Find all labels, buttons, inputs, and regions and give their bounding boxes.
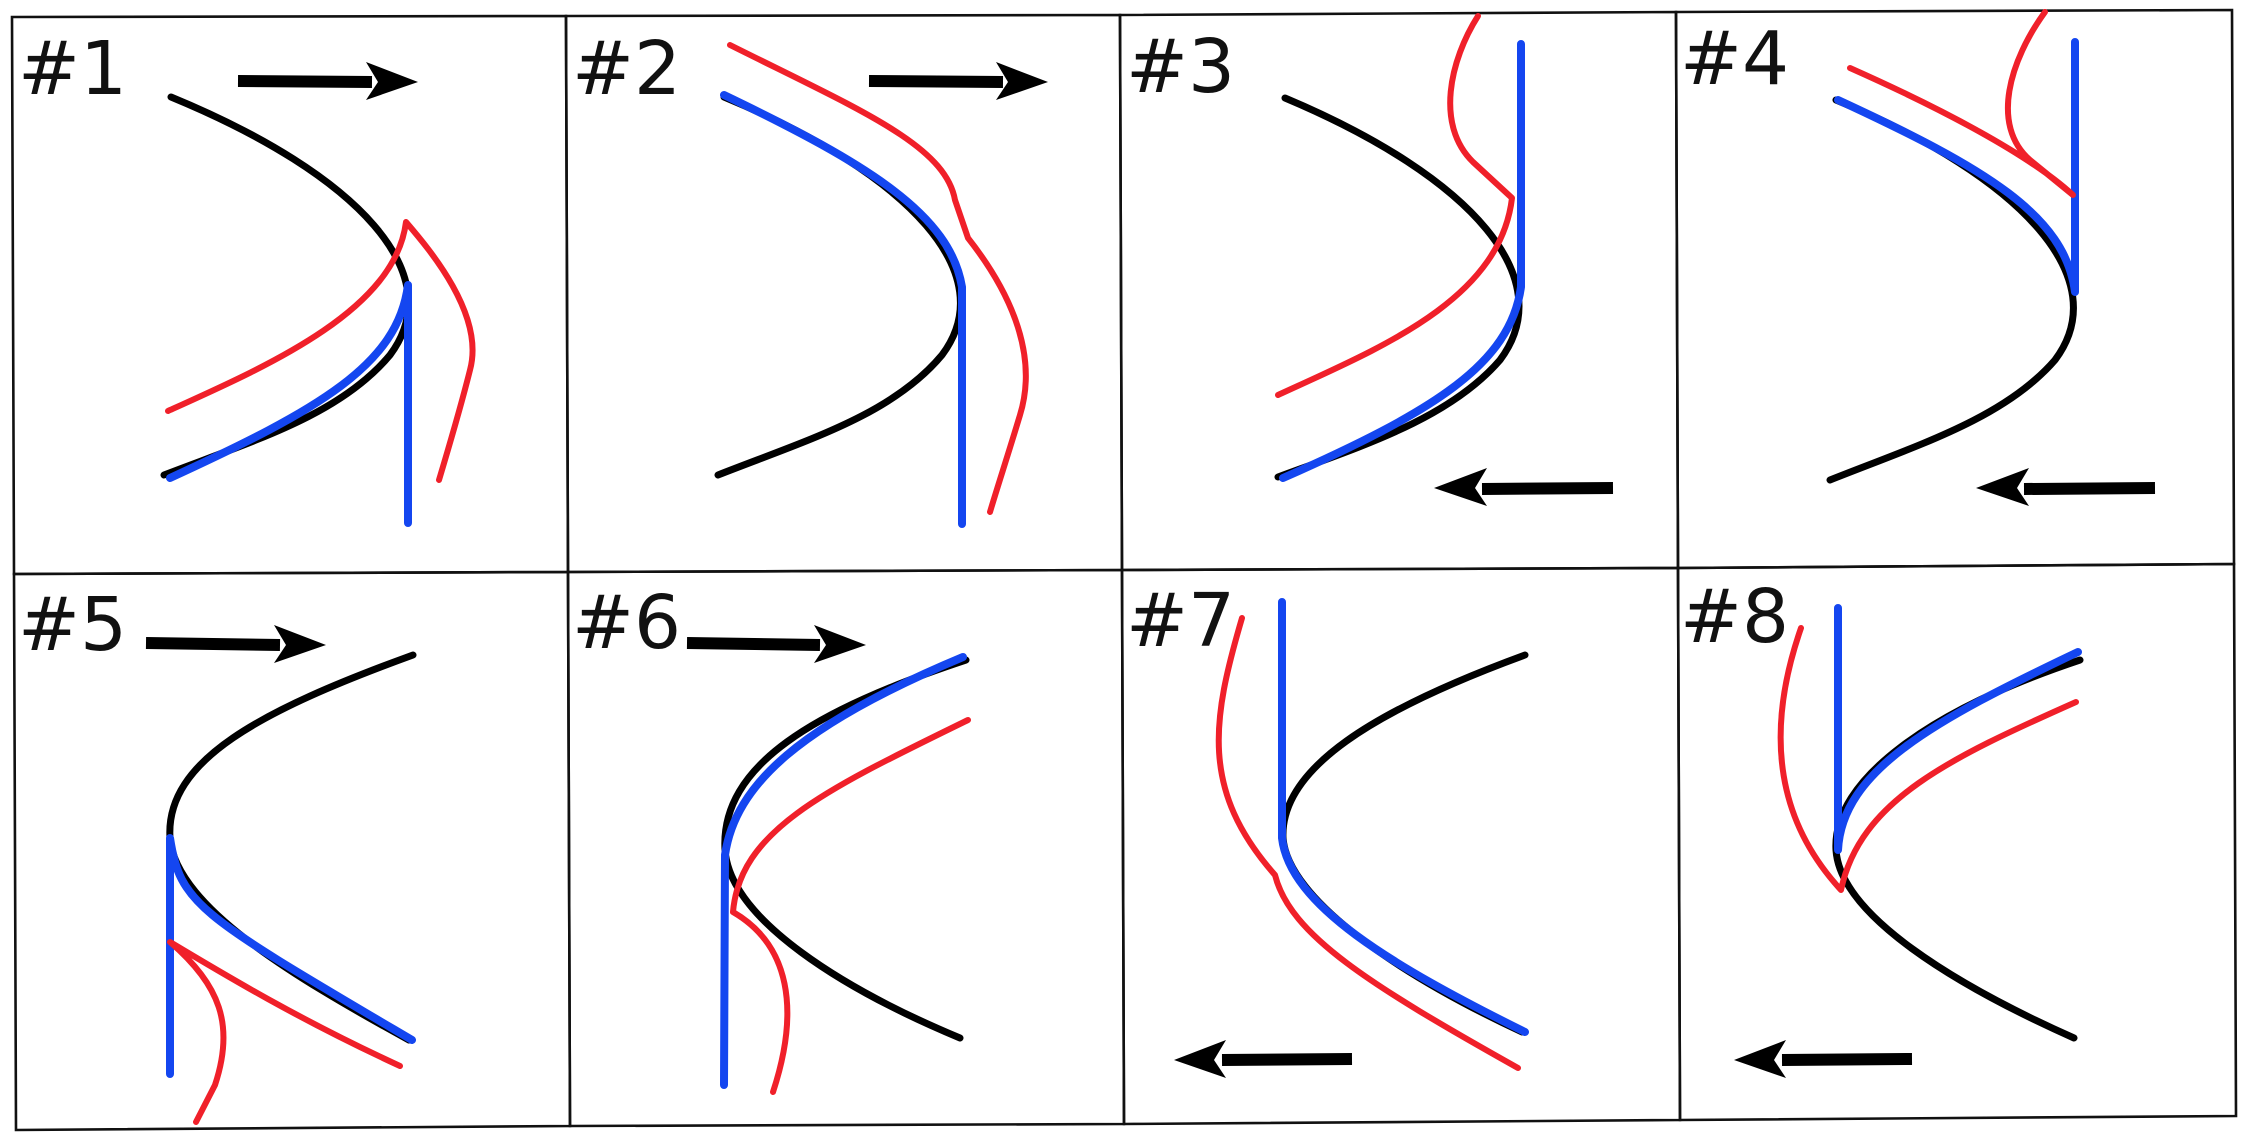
panel-7: #7 — [1120, 566, 1682, 1126]
blue-contact-curve — [166, 281, 412, 527]
panel-3: #3 — [1118, 10, 1680, 572]
panel-8: #8 — [1676, 562, 2238, 1122]
panel-1: #1 — [10, 14, 570, 576]
red-curve — [1275, 13, 1515, 398]
panel-label: #6 — [572, 580, 681, 666]
arrow-left — [1434, 468, 1614, 506]
arrow-right — [686, 625, 866, 663]
panel-2: #2 — [564, 13, 1124, 574]
panel-label: #4 — [1680, 16, 1789, 102]
blue-contact-curve — [720, 653, 967, 1089]
arrow-left — [1976, 468, 2156, 506]
blue-contact-curve — [1834, 38, 2079, 296]
panel-label: #2 — [572, 26, 681, 112]
panel-5: #5 — [12, 570, 572, 1132]
panel-label: #1 — [18, 26, 127, 112]
blue-contact-curve — [720, 91, 966, 528]
blue-contact-curve — [166, 834, 416, 1078]
panel-6: #6 — [566, 568, 1126, 1128]
red-curve — [1777, 625, 2079, 893]
red-curve — [727, 42, 1029, 515]
panel-label: #5 — [18, 582, 127, 668]
panel-label: #7 — [1126, 578, 1235, 664]
arrow-left — [1734, 1040, 1913, 1078]
red-curve — [730, 717, 971, 1095]
black-parabola — [1279, 651, 1529, 1036]
arrow-right — [237, 62, 418, 100]
panel-label: #8 — [1680, 574, 1789, 660]
blue-contact-curve — [1834, 604, 2082, 854]
panel-frame — [1676, 562, 2238, 1122]
black-parabola — [1274, 94, 1523, 481]
arrow-right — [868, 62, 1048, 100]
arrow-left — [1174, 1040, 1353, 1078]
red-curve — [1215, 615, 1521, 1071]
blue-contact-curve — [1278, 598, 1529, 1036]
panel-label: #3 — [1126, 24, 1235, 110]
blue-contact-curve — [1279, 40, 1525, 482]
red-curve — [1847, 9, 2076, 198]
arrow-right — [145, 625, 326, 663]
panel-4: #4 — [1674, 8, 2236, 570]
red-curve — [165, 219, 476, 483]
red-curve — [167, 939, 403, 1125]
